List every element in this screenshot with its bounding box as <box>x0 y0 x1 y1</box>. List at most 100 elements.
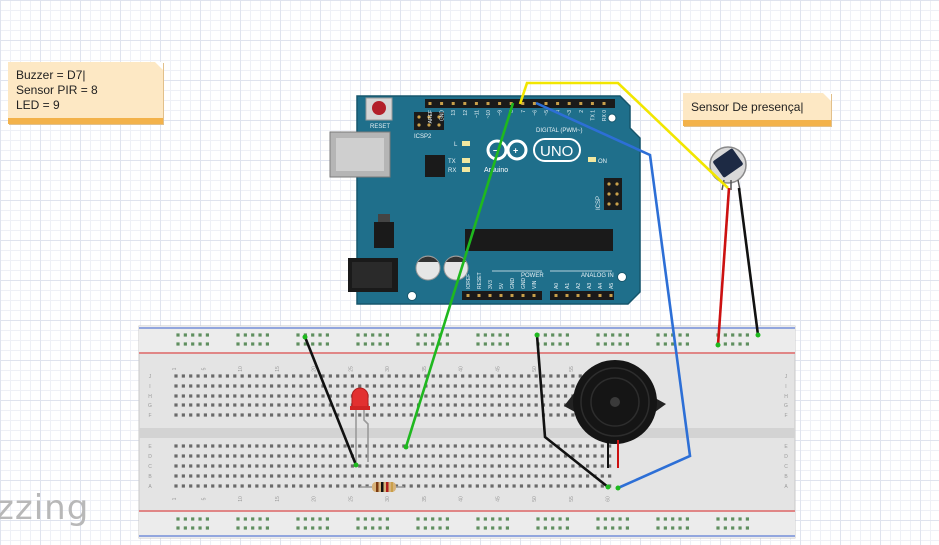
breadboard-hole <box>255 464 259 468</box>
breadboard-hole <box>358 454 362 458</box>
breadboard-hole <box>461 464 465 468</box>
breadboard-hole <box>416 384 421 388</box>
breadboard-hole <box>181 464 185 468</box>
sensor-label-note[interactable]: Sensor De presença <box>683 93 831 126</box>
breadboard-hole <box>608 444 612 448</box>
breadboard-hole <box>416 484 421 488</box>
breadboard-hole <box>563 394 568 398</box>
rail-hole <box>723 342 727 346</box>
rail-hole <box>243 517 247 521</box>
rail-hole <box>565 517 569 521</box>
wires[interactable] <box>303 81 760 490</box>
breadboard-hole <box>277 464 281 468</box>
breadboard-hole <box>527 374 531 378</box>
breadboard-hole <box>233 464 237 468</box>
breadboard-hole <box>409 413 413 417</box>
rail-hole <box>416 517 420 521</box>
row-letter: D <box>784 454 788 460</box>
rail-hole <box>236 526 240 530</box>
breadboard-hole <box>446 484 450 488</box>
wire-yellow-pin8-to-pir[interactable] <box>518 81 729 189</box>
red-led[interactable] <box>350 387 370 462</box>
breadboard-hole <box>299 464 303 468</box>
wire-blue-pin7-to-buzzer[interactable] <box>535 101 692 490</box>
rail-hole <box>378 526 382 530</box>
breadboard-hole <box>402 394 406 398</box>
icsp-header <box>604 178 622 210</box>
rail-hole <box>431 333 435 337</box>
breadboard-hole <box>269 464 274 468</box>
rail-hole <box>611 342 615 346</box>
wire-red-pir-power[interactable] <box>716 187 731 346</box>
breadboard-hole <box>225 374 230 378</box>
breadboard-hole <box>483 454 487 458</box>
breadboard-hole <box>475 384 479 388</box>
breadboard-hole <box>497 464 501 468</box>
breadboard-hole <box>269 413 274 417</box>
wire-black-pir-ground[interactable] <box>737 187 760 336</box>
breadboard-hole <box>336 384 340 388</box>
power-pin-label: IOREF <box>466 274 472 289</box>
breadboard-hole <box>365 384 369 388</box>
breadboard-hole <box>343 474 347 478</box>
breadboard-hole <box>541 474 546 478</box>
breadboard-hole <box>255 413 259 417</box>
breadboard-hole <box>586 444 590 448</box>
breadboard-hole <box>314 384 318 388</box>
rail-hole <box>423 342 427 346</box>
power-pin-label: 5V <box>499 282 505 289</box>
digital-pin-label: RX 0 <box>602 110 608 121</box>
breadboard-hole <box>284 454 288 458</box>
rail-hole <box>311 333 315 337</box>
breadboard-hole <box>549 374 553 378</box>
column-number-top: 5 <box>201 367 207 370</box>
column-number-bottom: 10 <box>238 496 244 502</box>
rail-hole <box>423 526 427 530</box>
wire-green-pin9-to-led[interactable] <box>404 102 515 448</box>
column-number-top: 15 <box>275 366 281 372</box>
rail-hole <box>296 517 300 521</box>
breadboard-hole <box>211 384 215 388</box>
wire-black-buzzer-ground[interactable] <box>535 334 609 489</box>
breadboard-hole <box>196 384 200 388</box>
rail-hole <box>176 342 180 346</box>
rail-hole <box>356 342 360 346</box>
column-number-bottom: 60 <box>606 496 612 502</box>
breadboard-hole <box>321 403 325 407</box>
power-pin-socket <box>521 294 525 297</box>
breadboard-hole <box>218 454 222 458</box>
piezo-buzzer[interactable] <box>564 360 666 468</box>
pir-sensor[interactable] <box>709 146 747 191</box>
rail-hole <box>738 342 742 346</box>
breadboard-hole <box>380 464 384 468</box>
digital-pin-label: TX 1 <box>590 110 596 121</box>
power-pin-socket <box>466 294 470 297</box>
pin-map-note[interactable]: Buzzer = D7 Sensor PIR = 8 LED = 9 <box>8 62 163 124</box>
breadboard-hole <box>211 484 215 488</box>
rail-hole <box>258 342 262 346</box>
breadboard-hole <box>299 384 303 388</box>
rail-hole <box>198 342 202 346</box>
breadboard-hole <box>541 444 546 448</box>
rail-hole <box>251 342 255 346</box>
breadboard-hole <box>416 413 421 417</box>
breadboard-hole <box>556 394 560 398</box>
breadboard[interactable]: 1155101015152020252530303535404045455050… <box>138 325 796 539</box>
breadboard-hole <box>240 384 244 388</box>
breadboard-hole <box>512 474 516 478</box>
resistor[interactable] <box>360 482 404 492</box>
breadboard-hole <box>350 374 354 378</box>
breadboard-hole <box>292 454 296 458</box>
rail-hole <box>685 517 689 521</box>
breadboard-hole <box>284 444 288 448</box>
rail-hole <box>558 333 562 337</box>
breadboard-hole <box>490 374 494 378</box>
power-pin-socket <box>510 294 514 297</box>
breadboard-hole <box>424 444 428 448</box>
reset-button[interactable] <box>372 101 386 115</box>
rail-hole <box>385 342 389 346</box>
wire-black-led-ground[interactable] <box>303 336 358 466</box>
rail-hole <box>296 333 300 337</box>
